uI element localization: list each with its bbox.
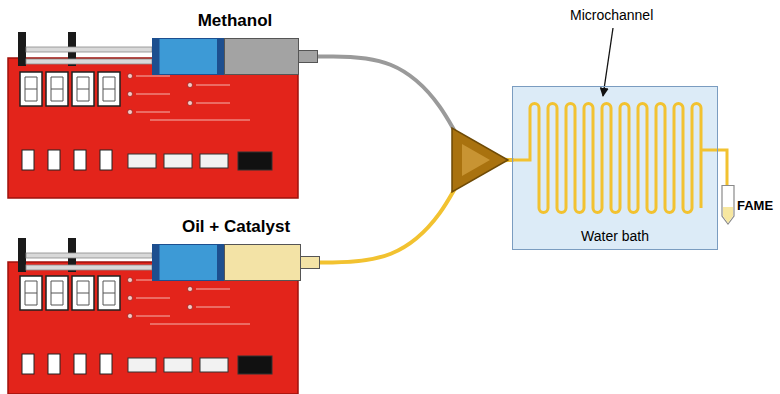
start-button	[238, 356, 272, 374]
indicator-led	[128, 92, 133, 97]
display-digit	[98, 72, 120, 106]
callout-label: Microchannel	[570, 7, 653, 23]
pump-body	[8, 58, 298, 198]
key-button	[200, 154, 228, 168]
tubing	[718, 150, 727, 185]
indicator-led	[188, 83, 193, 88]
t-mixer	[452, 128, 508, 192]
panel-marking	[196, 289, 230, 290]
panel-marking	[196, 103, 230, 104]
switch	[74, 150, 86, 170]
syringe-outline	[152, 244, 320, 281]
guide-rod	[26, 47, 152, 52]
display-digit	[72, 276, 94, 310]
indicator-led	[128, 314, 133, 319]
digit-segments	[103, 281, 115, 305]
panel-marking	[150, 120, 250, 121]
switch	[74, 354, 86, 374]
switch	[48, 150, 60, 170]
indicator-led	[188, 287, 193, 292]
digit-segments	[77, 281, 89, 305]
syringe-outline	[152, 38, 318, 75]
microchannel-path	[512, 104, 718, 213]
guide-rod	[26, 59, 152, 64]
digit-segments	[103, 77, 115, 101]
plunger-clamp	[18, 238, 26, 272]
indicator-led	[188, 101, 193, 106]
water-bath: Water bath	[512, 86, 718, 250]
key-button	[128, 358, 156, 372]
indicator-led	[188, 305, 193, 310]
switch	[22, 150, 34, 170]
reagent-heading: Methanol	[198, 11, 273, 31]
digit-segments	[51, 77, 63, 101]
switch	[22, 354, 34, 374]
t-mixer-face	[462, 144, 490, 176]
guide-rod	[26, 253, 152, 258]
panel-marking	[136, 112, 170, 113]
panel-marking	[150, 324, 250, 325]
start-button	[238, 152, 272, 170]
key-button	[164, 154, 192, 168]
reagent-heading: Oil + Catalyst	[182, 217, 290, 237]
display-digit	[46, 72, 68, 106]
bath-label: Water bath	[581, 228, 649, 244]
display-digit	[20, 276, 42, 310]
display-digit	[98, 276, 120, 310]
switch	[100, 354, 112, 374]
digit-segments	[51, 281, 63, 305]
guide-rod	[26, 265, 152, 270]
switch	[100, 150, 112, 170]
panel-marking	[136, 76, 170, 77]
methanol-syringe: Methanol	[152, 38, 318, 75]
panel-marking	[136, 316, 170, 317]
oil-catalyst-syringe: Oil + Catalyst	[152, 244, 320, 281]
product-label: FAME	[737, 198, 773, 213]
panel-marking	[136, 94, 170, 95]
indicator-led	[128, 296, 133, 301]
indicator-led	[128, 110, 133, 115]
key-button	[164, 358, 192, 372]
syringe-pump	[8, 32, 298, 394]
switch	[48, 354, 60, 374]
digit-segments	[77, 77, 89, 101]
panel-marking	[136, 298, 170, 299]
pump-body	[8, 262, 298, 394]
digit-segments	[25, 77, 37, 101]
tubing	[318, 56, 512, 160]
display-digit	[20, 72, 42, 106]
collection-tube: FAME	[721, 185, 777, 225]
key-button	[200, 358, 228, 372]
indicator-led	[128, 278, 133, 283]
plunger-clamp	[18, 32, 26, 66]
panel-marking	[196, 307, 230, 308]
panel-marking	[196, 85, 230, 86]
display-digit	[72, 72, 94, 106]
indicator-led	[128, 74, 133, 79]
digit-segments	[25, 281, 37, 305]
key-button	[128, 154, 156, 168]
display-digit	[46, 276, 68, 310]
tubing	[320, 160, 512, 263]
tube-outline	[721, 185, 735, 225]
water-bath-fill	[512, 86, 718, 250]
